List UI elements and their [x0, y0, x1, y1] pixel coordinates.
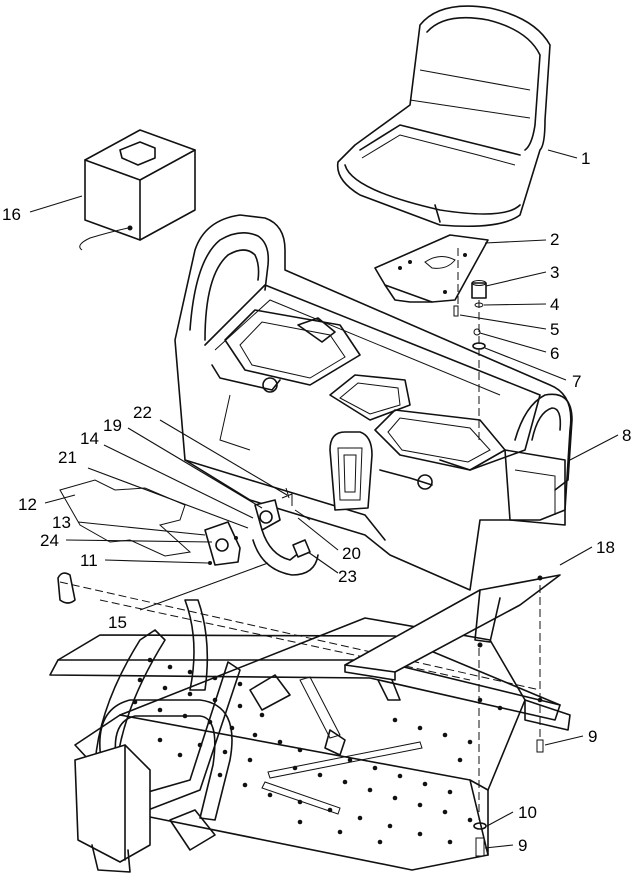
callout-9b: 9 [518, 836, 527, 855]
leader-lines [29, 149, 619, 849]
callout-7: 7 [572, 372, 581, 391]
callout-15: 15 [108, 613, 127, 632]
callout-1: 1 [581, 149, 590, 168]
callout-23: 23 [338, 567, 357, 586]
seat-bracket-hardware [374, 234, 544, 857]
callout-2: 2 [550, 230, 559, 249]
callout-16: 16 [2, 205, 21, 224]
callout-12: 12 [18, 495, 37, 514]
deck-holes [132, 657, 543, 845]
callout-22: 22 [133, 403, 152, 422]
callout-20: 20 [342, 544, 361, 563]
callout-13: 13 [52, 513, 71, 532]
callout-18: 18 [596, 538, 615, 557]
battery [79, 129, 196, 251]
callout-5: 5 [550, 320, 559, 339]
seat [336, 5, 551, 228]
frame-chassis [49, 572, 571, 873]
callouts: 1 2 3 4 5 6 7 8 9 9 10 11 12 13 14 15 16… [2, 149, 631, 855]
seat-base-tub [174, 214, 573, 591]
seat-mount-plate [344, 574, 561, 701]
callout-11: 11 [80, 551, 98, 570]
callout-14: 14 [80, 429, 99, 448]
callout-4: 4 [550, 295, 559, 314]
callout-19: 19 [103, 416, 122, 435]
callout-10: 10 [518, 803, 537, 822]
callout-9a: 9 [588, 727, 597, 746]
callout-3: 3 [550, 263, 559, 282]
callout-8: 8 [622, 426, 631, 445]
callout-21: 21 [58, 448, 77, 467]
callout-6: 6 [550, 344, 559, 363]
callout-24: 24 [40, 531, 59, 550]
